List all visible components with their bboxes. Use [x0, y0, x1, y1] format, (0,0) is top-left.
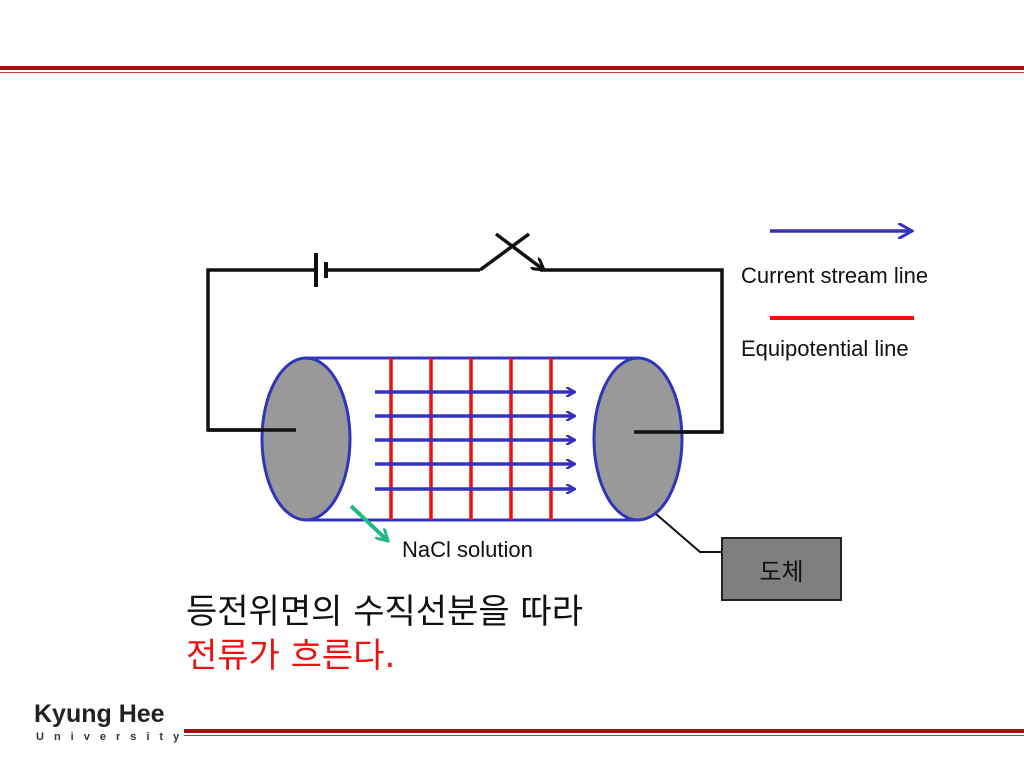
- top-rule-thin: [0, 72, 1024, 73]
- bottom-rule-thick: [184, 729, 1024, 733]
- top-rule: [0, 64, 1024, 74]
- top-rule-thick: [0, 66, 1024, 70]
- switch-blade: [478, 232, 531, 272]
- left-electrode: [260, 356, 352, 522]
- caption: 등전위면의 수직선분을 따라 전류가 흐른다.: [186, 590, 583, 678]
- logo-name: Kyung Hee: [34, 700, 165, 728]
- battery-icon: [314, 253, 328, 287]
- nacl-pointer-arrow: [349, 504, 388, 541]
- caption-line-2: 전류가 흐른다.: [186, 636, 396, 676]
- current-stream-lines: [375, 392, 574, 489]
- university-logo: Kyung Hee University: [30, 700, 180, 748]
- bottom-rule: [184, 727, 1024, 737]
- bottom-rule-thin: [184, 735, 1024, 736]
- right-electrode: [592, 356, 684, 522]
- nacl-solution-label: NaCl solution: [402, 537, 533, 562]
- legend-current-label: Current stream line: [741, 263, 929, 288]
- conductor-lead: [655, 513, 721, 553]
- conductor-box: 도체: [721, 537, 842, 601]
- switch-cross: [494, 232, 544, 270]
- caption-line-1: 등전위면의 수직선분을 따라: [186, 592, 583, 632]
- logo-subtitle: University: [36, 731, 190, 743]
- legend-equipotential-label: Equipotential line: [741, 336, 909, 361]
- conductor-label: 도체: [759, 557, 804, 586]
